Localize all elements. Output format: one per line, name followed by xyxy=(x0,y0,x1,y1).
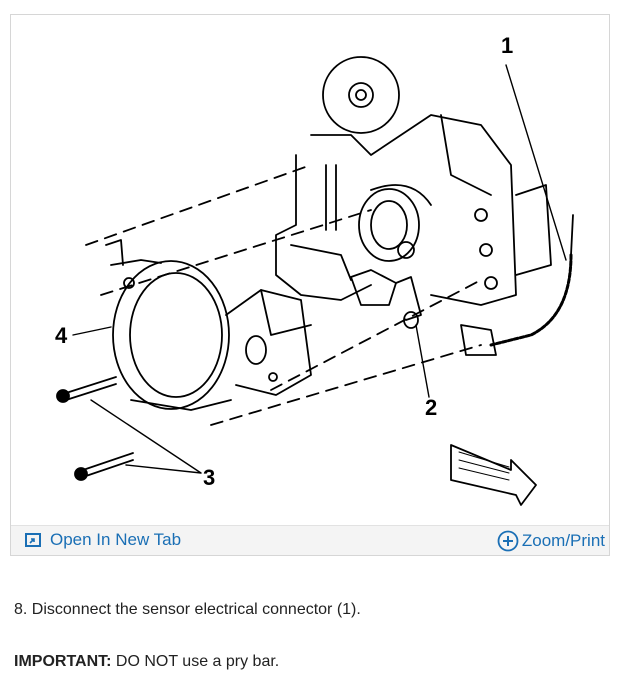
open-in-new-tab-link[interactable]: Open In New Tab xyxy=(25,530,181,550)
important-note: IMPORTANT: DO NOT use a pry bar. xyxy=(14,653,279,671)
zoom-plus-icon xyxy=(497,530,519,552)
callout-3: 3 xyxy=(203,465,215,490)
open-in-new-tab-label: Open In New Tab xyxy=(50,530,182,549)
engine-block xyxy=(275,56,552,306)
alignment-line xyxy=(100,209,372,296)
sensor-cover xyxy=(105,239,312,411)
mounting-bolts xyxy=(56,376,134,481)
alignment-line xyxy=(270,279,482,391)
figure-card: 1 2 3 4 Open In New Tab Zoom/Print xyxy=(10,14,610,556)
callout-1: 1 xyxy=(501,33,513,58)
important-text: DO NOT use a pry bar. xyxy=(111,653,280,670)
callout-4: 4 xyxy=(55,323,68,348)
callout-2: 2 xyxy=(425,395,437,420)
zoom-print-label: Zoom/Print xyxy=(521,531,605,550)
leader-line-4 xyxy=(72,326,112,336)
leader-line-1 xyxy=(505,64,567,261)
crankshaft-sensor xyxy=(350,269,422,329)
zoom-print-link[interactable]: Zoom/Print xyxy=(497,530,605,552)
alignment-line xyxy=(210,344,482,426)
alignment-line xyxy=(85,164,312,246)
direction-arrow xyxy=(450,444,537,506)
engine-diagram[interactable]: 1 2 3 4 xyxy=(11,15,609,525)
step-instruction: 8. Disconnect the sensor electrical conn… xyxy=(14,601,361,618)
leader-line-2 xyxy=(415,324,430,398)
leader-line-3 xyxy=(90,399,202,474)
electrical-connector xyxy=(460,214,574,356)
figure-toolbar: Open In New Tab Zoom/Print xyxy=(11,525,609,555)
important-label: IMPORTANT: xyxy=(14,653,112,670)
open-in-new-tab-icon xyxy=(25,533,41,547)
